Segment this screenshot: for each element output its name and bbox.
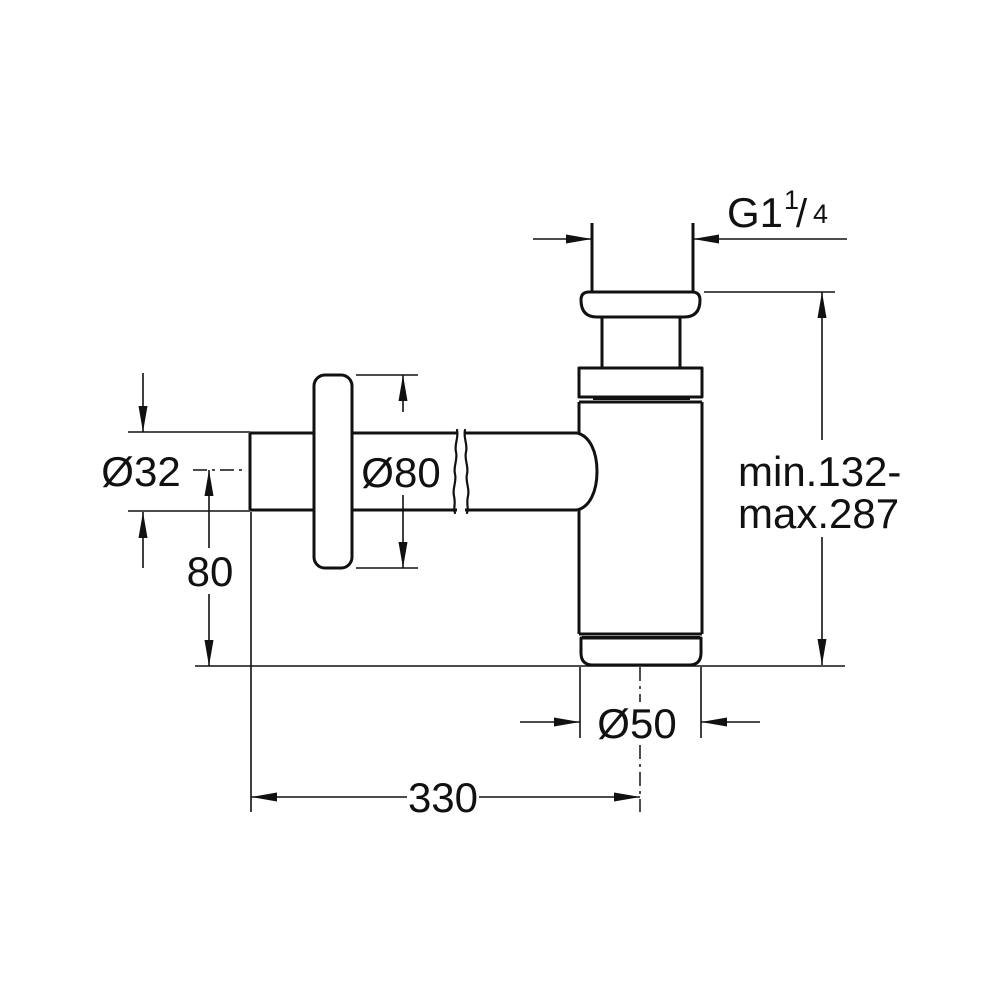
arrow-up-icon [138,512,148,538]
dim-height-range: min.132- max.287 [704,291,901,665]
inlet-diameter-label: Ø32 [101,448,180,495]
outlet-pipe-right-segment [465,431,599,512]
arrow-left-icon [701,717,727,727]
arrow-right-icon [554,717,580,727]
body-diameter-label: Ø50 [597,700,676,747]
dim-thread-size: G1 1 / 4 [533,185,847,244]
arrow-down-icon [204,640,214,666]
trap-cup [579,636,703,667]
height-range-label-line1: min.132- [738,448,901,495]
dim-outlet-drop: 80 [187,470,234,666]
inlet-pipe [590,223,695,292]
thread-size-numerator: 1 [784,185,799,215]
overall-length-label: 330 [408,774,478,821]
arrow-right-icon [566,234,592,244]
arrow-up-icon [204,470,214,496]
dim-overall-length: 330 [250,512,640,821]
union-nut [577,366,704,399]
inlet-flange-cap [579,290,702,319]
arrow-left-icon [693,234,719,244]
arrow-down-icon [138,406,148,432]
trap-body [577,400,704,636]
thread-size-denominator: 4 [813,199,828,229]
arrow-down-icon [398,542,408,568]
pipe-dome-end [576,431,599,512]
arrow-down-icon [817,639,827,665]
arrow-right-icon [614,792,640,802]
outlet-pipe-left-segment [248,431,457,512]
outlet-drop-label: 80 [187,548,234,595]
thread-size-slash: / [796,192,808,236]
height-range-label-line2: max.287 [738,490,899,537]
thread-size-label: G1 [727,189,783,236]
dim-rosette-diameter: Ø80 [356,374,441,569]
dim-inlet-diameter: Ø32 [101,373,250,568]
arrow-up-icon [398,375,408,401]
dim-body-diameter: Ø50 [520,667,760,747]
wall-rosette [312,373,354,570]
rosette-diameter-label: Ø80 [361,449,440,496]
pipe-break-icon [452,428,470,515]
arrow-up-icon [817,292,827,318]
trap-neck [600,317,682,368]
arrow-left-icon [251,792,277,802]
